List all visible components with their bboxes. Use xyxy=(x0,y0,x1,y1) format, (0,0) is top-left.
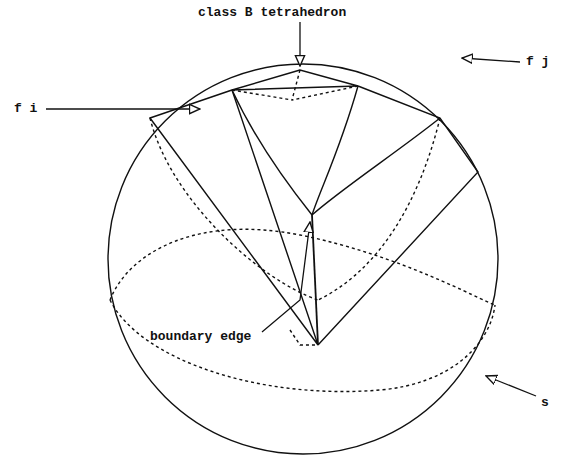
face-curve xyxy=(232,90,312,215)
leader-line xyxy=(462,58,520,62)
sphere-outline xyxy=(108,64,498,454)
face-wedge xyxy=(318,86,478,345)
tetrahedron-hidden xyxy=(232,70,358,100)
callout-label: f j xyxy=(526,55,549,68)
leader-line xyxy=(486,376,536,396)
callout-label: boundary edge xyxy=(150,330,251,343)
face-curve xyxy=(312,86,358,215)
dotted-arc xyxy=(318,118,440,300)
leader-line xyxy=(46,108,200,109)
dotted-arc xyxy=(110,229,495,305)
leader-line xyxy=(262,222,310,332)
dotted-arc xyxy=(110,300,495,392)
dotted-edge xyxy=(290,330,318,345)
callout-label: s xyxy=(541,396,549,409)
face-wedge xyxy=(150,90,318,345)
callout-label: f i xyxy=(14,102,37,115)
callout-label: class B tetrahedron xyxy=(198,6,346,19)
leader-line xyxy=(299,22,300,66)
dotted-arc xyxy=(150,118,318,300)
tetrahedron xyxy=(232,70,358,90)
boundary-edge-line xyxy=(312,215,318,345)
